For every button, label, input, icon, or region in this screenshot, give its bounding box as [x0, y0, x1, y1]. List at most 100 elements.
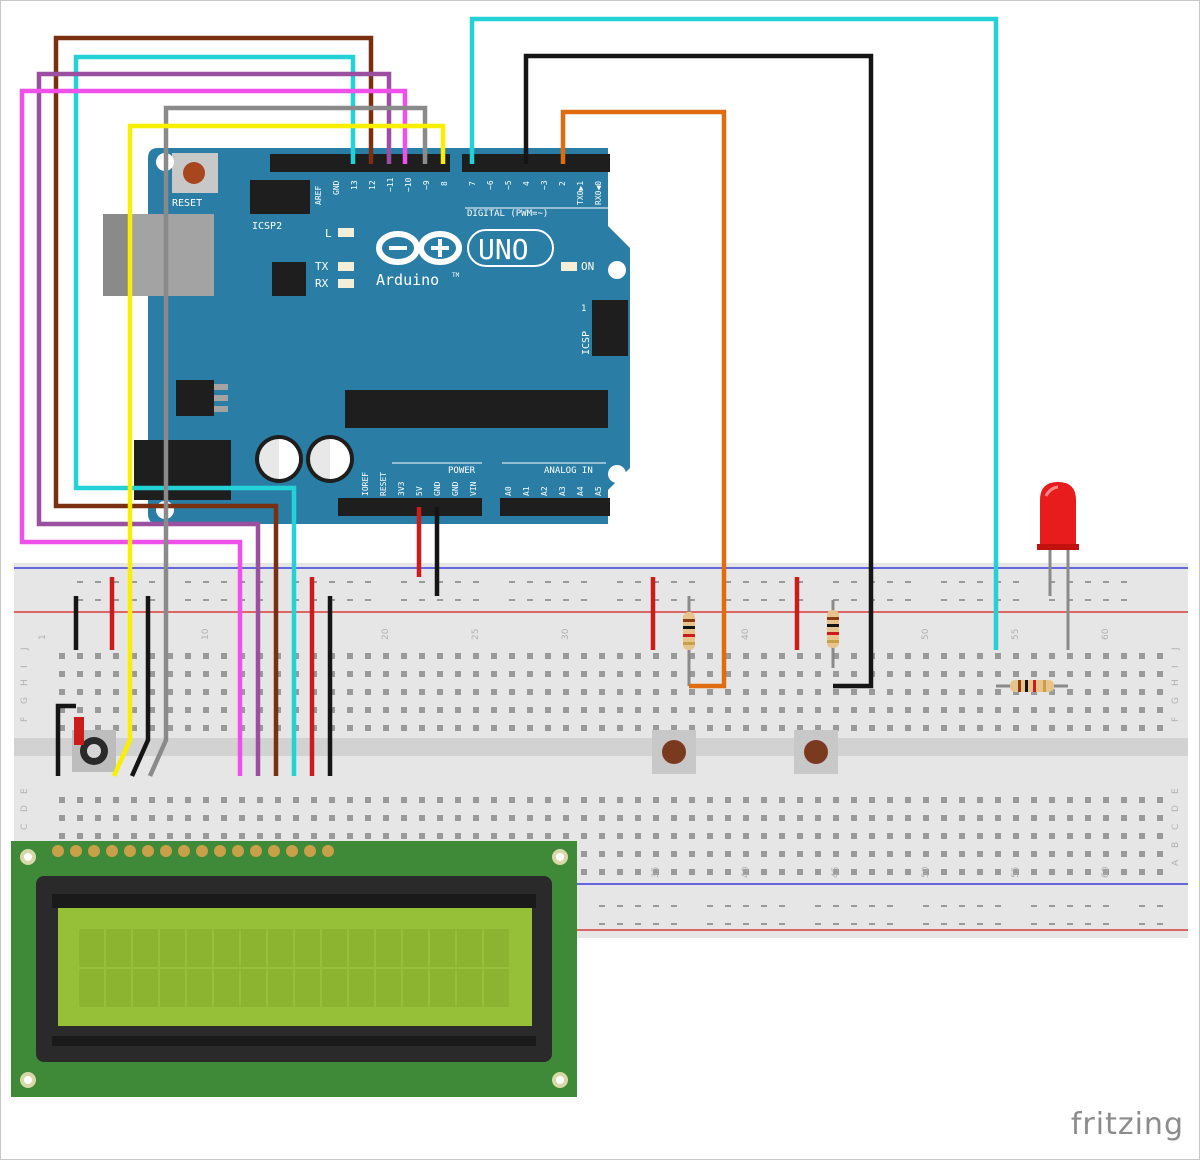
rx-label: RX	[315, 277, 329, 290]
column-number: 40	[741, 866, 751, 878]
row-letter: H	[1171, 679, 1181, 686]
row-letter: G	[1171, 697, 1181, 704]
icsp-label: ICSP	[581, 331, 592, 355]
pin-label: VIN	[469, 481, 478, 496]
row-letter: F	[1171, 717, 1181, 722]
column-number: 60	[1101, 628, 1111, 640]
arduino-logo	[376, 231, 462, 265]
rail-holes-bottom	[596, 897, 1172, 925]
arduino-tm: TM	[452, 272, 460, 279]
column-number: 35	[651, 867, 661, 878]
pin-label: ~6	[486, 180, 495, 190]
rail-holes-top	[74, 573, 1136, 601]
power-jack	[134, 440, 231, 500]
digital-label: DIGITAL (PWM=~)	[467, 209, 548, 219]
column-number: 55	[1011, 629, 1021, 640]
column-number: 50	[921, 866, 931, 878]
l-led-label: L	[325, 227, 332, 240]
pin-label: RX0◀0	[594, 181, 603, 205]
power-header	[338, 498, 482, 516]
pin-label: A3	[558, 486, 567, 496]
row-letter: B	[1171, 842, 1181, 848]
column-number: 60	[1101, 866, 1111, 878]
pin-label: ~5	[504, 180, 513, 190]
l-led	[338, 228, 354, 237]
center-channel	[14, 738, 1188, 756]
analog-header	[500, 498, 610, 516]
pin-label: ~10	[404, 177, 413, 192]
capacitor	[306, 435, 354, 483]
usb-chip	[272, 262, 306, 296]
pin-label: IOREF	[361, 472, 370, 496]
column-number: 25	[471, 629, 481, 640]
column-number: 45	[831, 867, 841, 878]
row-letter: G	[20, 697, 30, 704]
column-number: 50	[921, 628, 931, 640]
pin-label: A5	[594, 486, 603, 496]
row-letter: C	[20, 824, 30, 830]
pin-label: 5V	[415, 486, 424, 496]
push-button-2[interactable]	[794, 730, 838, 774]
pin-label: ~9	[422, 180, 431, 190]
column-number: 1	[38, 634, 48, 640]
icsp-header	[592, 300, 628, 356]
row-letter: D	[20, 805, 30, 812]
pin-label: A4	[576, 486, 585, 496]
push-button-1[interactable]	[652, 730, 696, 774]
row-letter: E	[1171, 788, 1181, 794]
rx-led	[338, 279, 354, 288]
resistor-button-1	[683, 596, 695, 686]
pin-label: A2	[540, 486, 549, 496]
pin-label: 7	[468, 181, 477, 186]
row-letter: E	[20, 788, 30, 794]
icsp2-label: ICSP2	[252, 221, 282, 232]
resistor-button-2	[827, 600, 839, 668]
row-letter: I	[1171, 665, 1181, 668]
resistor-led	[996, 680, 1068, 692]
wires	[19, 16, 999, 777]
row-letter: H	[20, 679, 30, 686]
row-letter: F	[20, 717, 30, 722]
uno-badge	[467, 229, 554, 267]
pin-label: GND	[451, 481, 460, 496]
row-letter: D	[1171, 805, 1181, 812]
pin-label: ~11	[386, 177, 395, 192]
tx-label: TX	[315, 260, 329, 273]
capacitor	[255, 435, 303, 483]
row-letter: J	[20, 647, 30, 651]
digital-header-right	[462, 154, 610, 172]
microcontroller-chip	[345, 390, 608, 428]
column-number: 40	[741, 628, 751, 640]
column-number: 55	[1011, 867, 1021, 878]
on-led	[561, 262, 577, 271]
column-number: 10	[201, 628, 211, 640]
row-letter: A	[1171, 859, 1181, 866]
wire-brown-pin12	[53, 35, 374, 776]
potentiometer[interactable]	[72, 717, 116, 772]
wire-magenta-pin10	[19, 88, 408, 776]
wire-orange-pin2	[560, 109, 727, 689]
pin-label: GND	[433, 481, 442, 496]
pin-label: GND	[332, 180, 341, 195]
mounting-hole	[608, 465, 626, 483]
pin-label: A1	[522, 486, 531, 496]
reset-label: RESET	[172, 198, 202, 209]
reset-button[interactable]	[172, 153, 218, 193]
wire-yellow-pin8	[111, 123, 446, 777]
lcd-16x2	[11, 841, 577, 1097]
arduino-uno-board: RESET ICSP2 L TX RX ON	[103, 148, 630, 524]
on-label: ON	[581, 260, 594, 273]
icsp-pin1-label: 1	[581, 304, 586, 314]
wire-black-pot	[55, 703, 76, 776]
pin-label: RESET	[379, 472, 388, 496]
red-led	[1037, 482, 1079, 650]
pin-label: 12	[368, 180, 377, 190]
pin-label: 13	[350, 180, 359, 190]
top-power-rail	[14, 567, 1188, 613]
icsp2-header	[250, 180, 310, 214]
wire-black-rail-2	[129, 596, 151, 777]
wire-black-pin4	[523, 53, 874, 689]
pin-label: 8	[440, 181, 449, 186]
row-letter: J	[1171, 647, 1181, 651]
